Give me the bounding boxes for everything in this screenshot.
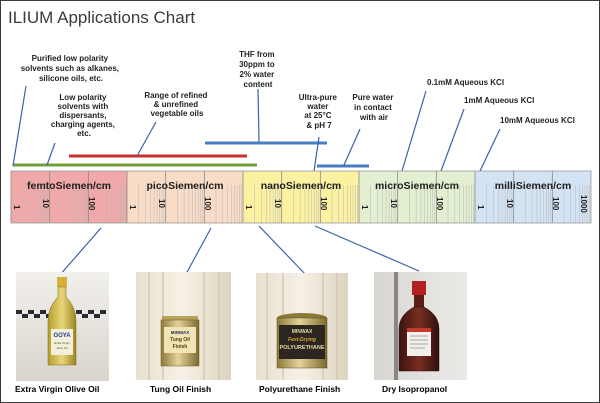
annotation-pure-water-air: Pure water in contact with air — [352, 93, 395, 122]
segment-femto — [11, 171, 127, 223]
tick-label: 100 — [203, 197, 212, 211]
bottle-cap — [412, 281, 426, 295]
tick-label: 1000 — [579, 195, 588, 213]
segment-label-milli: milliSiemen/cm — [495, 180, 571, 192]
tick-label: 10 — [41, 199, 50, 208]
tick-label: 10 — [389, 199, 398, 208]
leader-olive-oil — [58, 227, 102, 277]
annotations: Purified low polarity solvents such as a… — [21, 50, 575, 138]
leader-polyurethane — [258, 225, 307, 276]
leader-vegetable-oils — [136, 121, 157, 157]
leader-kcl-1mm — [440, 108, 465, 172]
example-photo-tung-oil: MINWAX Tung Oil Finish Tung Oil Finish — [136, 272, 231, 394]
chart-title: ILIUM Applications Chart — [8, 8, 195, 27]
tick-label: 1 — [244, 205, 253, 210]
can-label-brand: MINWAX — [171, 330, 190, 335]
photo-caption-polyurethane: Polyurethane Finish — [259, 384, 340, 394]
photo-caption-olive-oil: Extra Virgin Olive Oil — [15, 384, 99, 394]
annotation-low-polarity-solvents: Purified low polarity solvents such as a… — [21, 54, 122, 83]
leader-isopropanol — [314, 225, 420, 272]
can-label-line: Fast-Drying — [288, 337, 316, 343]
tick-label: 1 — [476, 205, 485, 210]
scale-minor-ticks — [10, 171, 590, 223]
tick-label: 100 — [87, 197, 96, 211]
tick-label: 1 — [12, 205, 21, 210]
can-label-brand: MINWAX — [292, 329, 313, 335]
scale-border — [10, 170, 592, 224]
annotation-vegetable-oils: Range of refined & unrefined vegetable o… — [144, 91, 209, 118]
segment-micro — [359, 171, 475, 223]
conductivity-scale: femtoSiemen/cm picoSiemen/cm nanoSiemen/… — [10, 170, 592, 224]
leader-thf — [257, 88, 260, 143]
bottle-neck — [414, 295, 424, 307]
annotation-kcl-10mm: 10mM Aqueous KCl — [500, 116, 575, 125]
tick-label: 100 — [435, 197, 444, 211]
leader-dispersants — [46, 142, 56, 166]
bottle-label-stripe — [407, 328, 431, 332]
segment-label-pico: picoSiemen/cm — [146, 180, 223, 192]
lab-rod — [394, 272, 398, 380]
tick-label: 1 — [128, 205, 137, 210]
annotation-kcl-1mm: 1mM Aqueous KCl — [464, 96, 534, 105]
leader-tung-oil — [185, 227, 212, 275]
can-label-line: Tung Oil — [170, 337, 191, 343]
segment-nano — [243, 171, 359, 223]
segment-label-femto: femtoSiemen/cm — [27, 180, 111, 192]
annotation-leaders — [12, 85, 501, 172]
leader-low-polarity — [12, 85, 27, 167]
bottle-label — [407, 328, 431, 356]
can-label-line: Finish — [173, 344, 188, 350]
tick-label: 1 — [360, 205, 369, 210]
leader-ultra-pure-water — [313, 136, 320, 172]
can-label — [279, 325, 325, 359]
can-label-line: POLYURETHANE — [279, 345, 324, 351]
annotation-dispersant-solvents: Low polarity solvents with dispersants, … — [51, 93, 117, 138]
example-photo-polyurethane: MINWAX Fast-Drying POLYURETHANE Polyuret… — [256, 273, 348, 394]
scale-tick-labels: 1 10 100 1 10 100 1 10 100 1 10 100 1 10… — [12, 195, 588, 213]
checker-pattern — [16, 310, 106, 318]
bottle-label-brand: GOYA — [53, 333, 71, 339]
photo-caption-isopropanol: Dry Isopropanol — [382, 384, 447, 394]
can-label — [164, 327, 196, 353]
tick-label: 100 — [319, 197, 328, 211]
leader-pure-water — [343, 128, 361, 166]
bottle-label-line: Olive Oil — [56, 346, 68, 350]
can-lid — [162, 316, 198, 321]
leader-kcl-0-1mm — [401, 90, 427, 172]
example-photo-olive-oil: GOYA Extra Virgin Olive Oil Extra Virgin… — [15, 272, 109, 394]
tick-label: 100 — [551, 197, 560, 211]
photo-caption-tung-oil: Tung Oil Finish — [150, 384, 211, 394]
tick-label: 10 — [273, 199, 282, 208]
bottle-label — [51, 329, 73, 355]
segment-label-nano: nanoSiemen/cm — [261, 180, 342, 192]
bottle-label-lines — [410, 335, 428, 349]
segment-milli — [475, 171, 591, 223]
annotation-thf: THF from 30ppm to 2% water content — [239, 50, 277, 89]
bottle-cap — [57, 277, 67, 287]
annotation-ultra-pure-water: Ultra-pure water at 25°C & pH 7 — [299, 93, 339, 130]
example-photo-isopropanol: Dry Isopropanol — [374, 272, 467, 394]
annotation-kcl-0-1mm: 0.1mM Aqueous KCl — [427, 78, 504, 87]
photo-leaders — [58, 225, 420, 277]
bottle-label-line: Extra Virgin — [54, 341, 70, 345]
tick-label: 10 — [505, 199, 514, 208]
segment-label-micro: microSiemen/cm — [375, 180, 459, 192]
tick-label: 10 — [157, 199, 166, 208]
segment-pico — [127, 171, 243, 223]
leader-kcl-10mm — [479, 128, 501, 172]
